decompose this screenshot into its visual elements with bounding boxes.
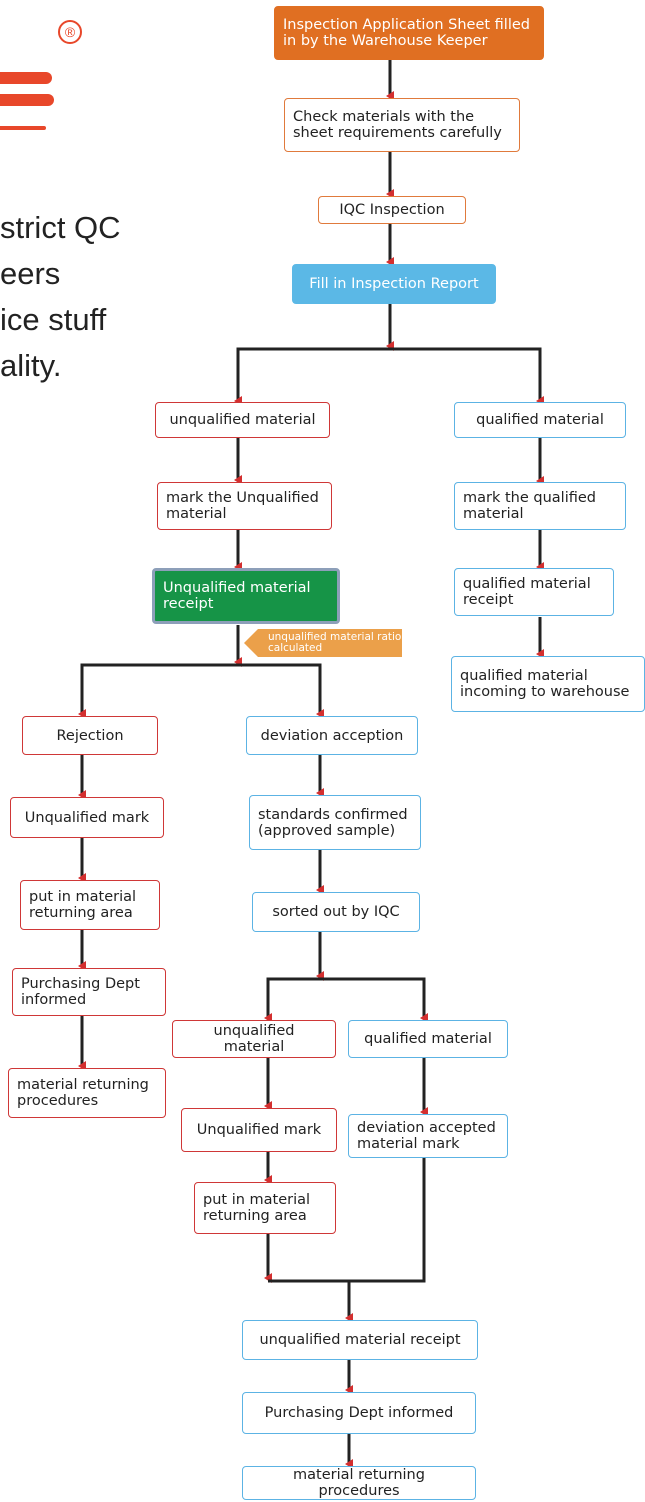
- node-unqualified-material: unqualified material: [155, 402, 330, 438]
- node-final-purchasing: Purchasing Dept informed: [242, 1392, 476, 1434]
- node-sub-unqualified-material: unqualified material: [172, 1020, 336, 1058]
- logo-bar: [0, 72, 52, 84]
- ratio-calculated-label: unqualified material ratio calculated: [268, 631, 402, 654]
- intro-line: ice stuff: [0, 302, 107, 337]
- node-start: Inspection Application Sheet filled in b…: [274, 6, 544, 60]
- node-sub-unqualified-mark: Unqualified mark: [181, 1108, 337, 1152]
- intro-text: strict QC eers ice stuff ality.: [0, 205, 121, 389]
- intro-line: strict QC: [0, 210, 121, 245]
- registered-mark: ®: [58, 20, 82, 44]
- node-qualified-incoming: qualified material incoming to warehouse: [451, 656, 645, 712]
- node-rejection-procedures: material returning procedures: [8, 1068, 166, 1118]
- node-rejection-purchasing: Purchasing Dept informed: [12, 968, 166, 1016]
- logo-bar: [0, 126, 46, 130]
- node-sub-qualified-material: qualified material: [348, 1020, 508, 1058]
- node-final-receipt: unqualified material receipt: [242, 1320, 478, 1360]
- node-sub-returning-area: put in material returning area: [194, 1182, 336, 1234]
- node-standards-confirmed: standards confirmed (approved sample): [249, 795, 421, 850]
- node-deviation-accepted-mark: deviation accepted material mark: [348, 1114, 508, 1158]
- ratio-calculated-tag: unqualified material ratio calculated: [244, 629, 402, 657]
- node-inspection-report: Fill in Inspection Report: [292, 264, 496, 304]
- node-rejection: Rejection: [22, 716, 158, 755]
- node-rejection-returning-area: put in material returning area: [20, 880, 160, 930]
- node-final-procedures: material returning procedures: [242, 1466, 476, 1500]
- node-rejection-unqualified-mark: Unqualified mark: [10, 797, 164, 838]
- logo-bar: [0, 94, 54, 106]
- node-mark-unqualified: mark the Unqualified material: [157, 482, 332, 530]
- intro-line: eers: [0, 256, 61, 291]
- node-iqc-inspection: IQC Inspection: [318, 196, 466, 224]
- node-check: Check materials with the sheet requireme…: [284, 98, 520, 152]
- node-deviation-acception: deviation acception: [246, 716, 418, 755]
- node-sorted-by-iqc: sorted out by IQC: [252, 892, 420, 932]
- intro-line: ality.: [0, 348, 62, 383]
- node-qualified-receipt: qualified material receipt: [454, 568, 614, 616]
- node-mark-qualified: mark the qualified material: [454, 482, 626, 530]
- node-qualified-material: qualified material: [454, 402, 626, 438]
- node-unqualified-receipt: Unqualified material receipt: [152, 568, 340, 624]
